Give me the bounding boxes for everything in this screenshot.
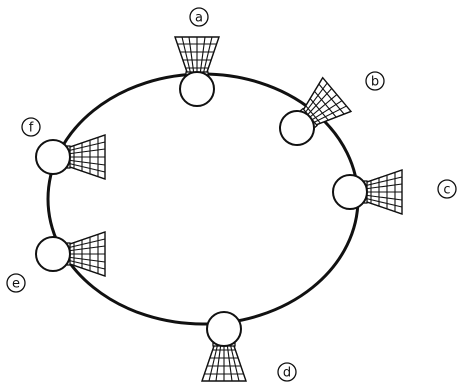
- label-c: c: [438, 180, 456, 198]
- svg-text:b: b: [371, 75, 379, 90]
- shuttlecock-c: [333, 170, 402, 214]
- shuttlecock-b: [270, 78, 351, 156]
- label-b: b: [366, 72, 384, 90]
- svg-text:d: d: [283, 366, 291, 381]
- label-a: a: [190, 8, 208, 26]
- shuttlecock-f: [36, 135, 105, 179]
- svg-text:a: a: [195, 11, 203, 26]
- svg-text:f: f: [29, 121, 34, 136]
- label-f: f: [22, 118, 40, 136]
- label-d: d: [278, 363, 296, 381]
- svg-text:c: c: [443, 183, 450, 198]
- shuttlecock-a: [175, 37, 219, 106]
- shuttlecock-d: [202, 312, 246, 381]
- svg-text:e: e: [12, 277, 20, 292]
- shuttlecock-e: [36, 232, 105, 276]
- label-e: e: [7, 274, 25, 292]
